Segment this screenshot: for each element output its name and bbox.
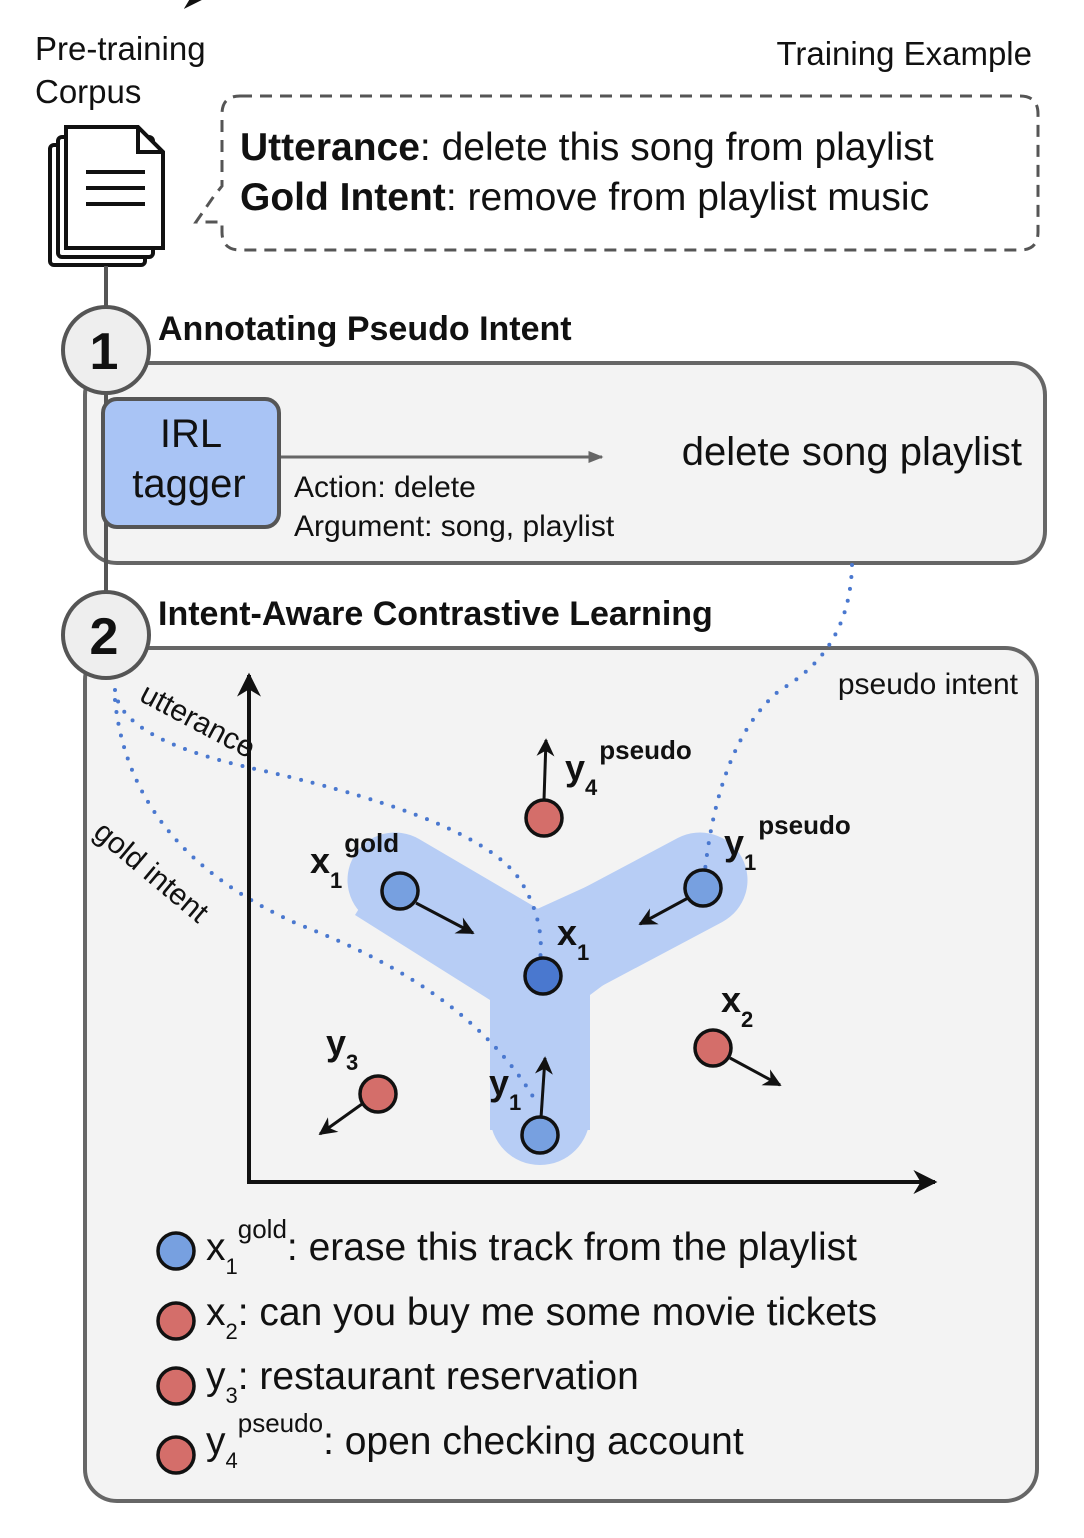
step1-panel [83, 361, 1047, 565]
point-x1-gold [380, 871, 420, 911]
corpus-label-line2: Corpus [35, 73, 141, 110]
speech-bubble [193, 94, 1040, 252]
label-y1: y1 [489, 1062, 521, 1115]
legend-marker-blue [156, 1231, 196, 1271]
step1-title: Annotating Pseudo Intent [158, 310, 572, 348]
tagger-label-2: tagger [132, 462, 245, 506]
point-y4-pseudo [524, 798, 564, 838]
pseudo-intent-output: delete song playlist [682, 430, 1022, 474]
svg-text:y4pseudo: open checking accoun: y4pseudo: open checking account [206, 1408, 744, 1473]
legend-marker-red [156, 1366, 196, 1406]
tagger-label-1: IRL [160, 412, 222, 456]
point-y1-pseudo [683, 868, 723, 908]
point-y1 [520, 1115, 560, 1155]
label-y1-pseudo: y1pseudo [724, 810, 851, 875]
legend-marker-red [156, 1301, 196, 1341]
argument-text: Argument: song, playlist [294, 510, 615, 543]
legend-item: x1gold: erase this track from the playli… [156, 1214, 857, 1279]
training-example-title: Training Example [776, 35, 1032, 72]
step2-badge [61, 590, 151, 680]
irl-tagger-box [101, 397, 281, 529]
svg-text:x2: can you buy me some movie: x2: can you buy me some movie tickets [206, 1291, 877, 1344]
legend-item: y3: restaurant reservation [156, 1355, 639, 1408]
svg-text:y3: restaurant reservation: y3: restaurant reservation [206, 1355, 639, 1408]
legend-marker-red [156, 1435, 196, 1475]
step1-badge [61, 305, 151, 395]
legend-item: x2: can you buy me some movie tickets [156, 1291, 877, 1344]
label-x1: x1 [557, 912, 589, 965]
step1-number: 1 [90, 323, 119, 381]
label-y3: y3 [326, 1022, 358, 1075]
step2-title: Intent-Aware Contrastive Learning [158, 595, 713, 633]
document-stack-icon [48, 125, 165, 267]
point-y3 [358, 1074, 398, 1114]
legend: x1gold: erase this track from the playli… [156, 1214, 877, 1475]
point-x1 [523, 956, 563, 996]
point-labels: x1gold y1pseudo y4pseudo x1 y1 y3 x2 [310, 735, 851, 1115]
corpus-label-line1: Pre-training [35, 30, 206, 67]
legend-item: y4pseudo: open checking account [156, 1408, 744, 1475]
dotted-curves [113, 563, 854, 1102]
step2-number: 2 [90, 608, 119, 666]
label-x2: x2 [721, 979, 753, 1032]
gold-intent-line: Gold Intent: remove from playlist music [240, 176, 929, 219]
pseudo-intent-curve-label: pseudo intent [838, 668, 1019, 701]
movement-arrows [318, 738, 782, 1136]
action-text: Action: delete [294, 471, 476, 504]
point-x2 [693, 1028, 733, 1068]
label-y4-pseudo: y4pseudo [565, 735, 692, 800]
label-x1-gold: x1gold [310, 828, 399, 893]
svg-text:x1gold: erase this track from: x1gold: erase this track from the playli… [206, 1214, 857, 1279]
utterance-line: Utterance: delete this song from playlis… [240, 126, 934, 169]
